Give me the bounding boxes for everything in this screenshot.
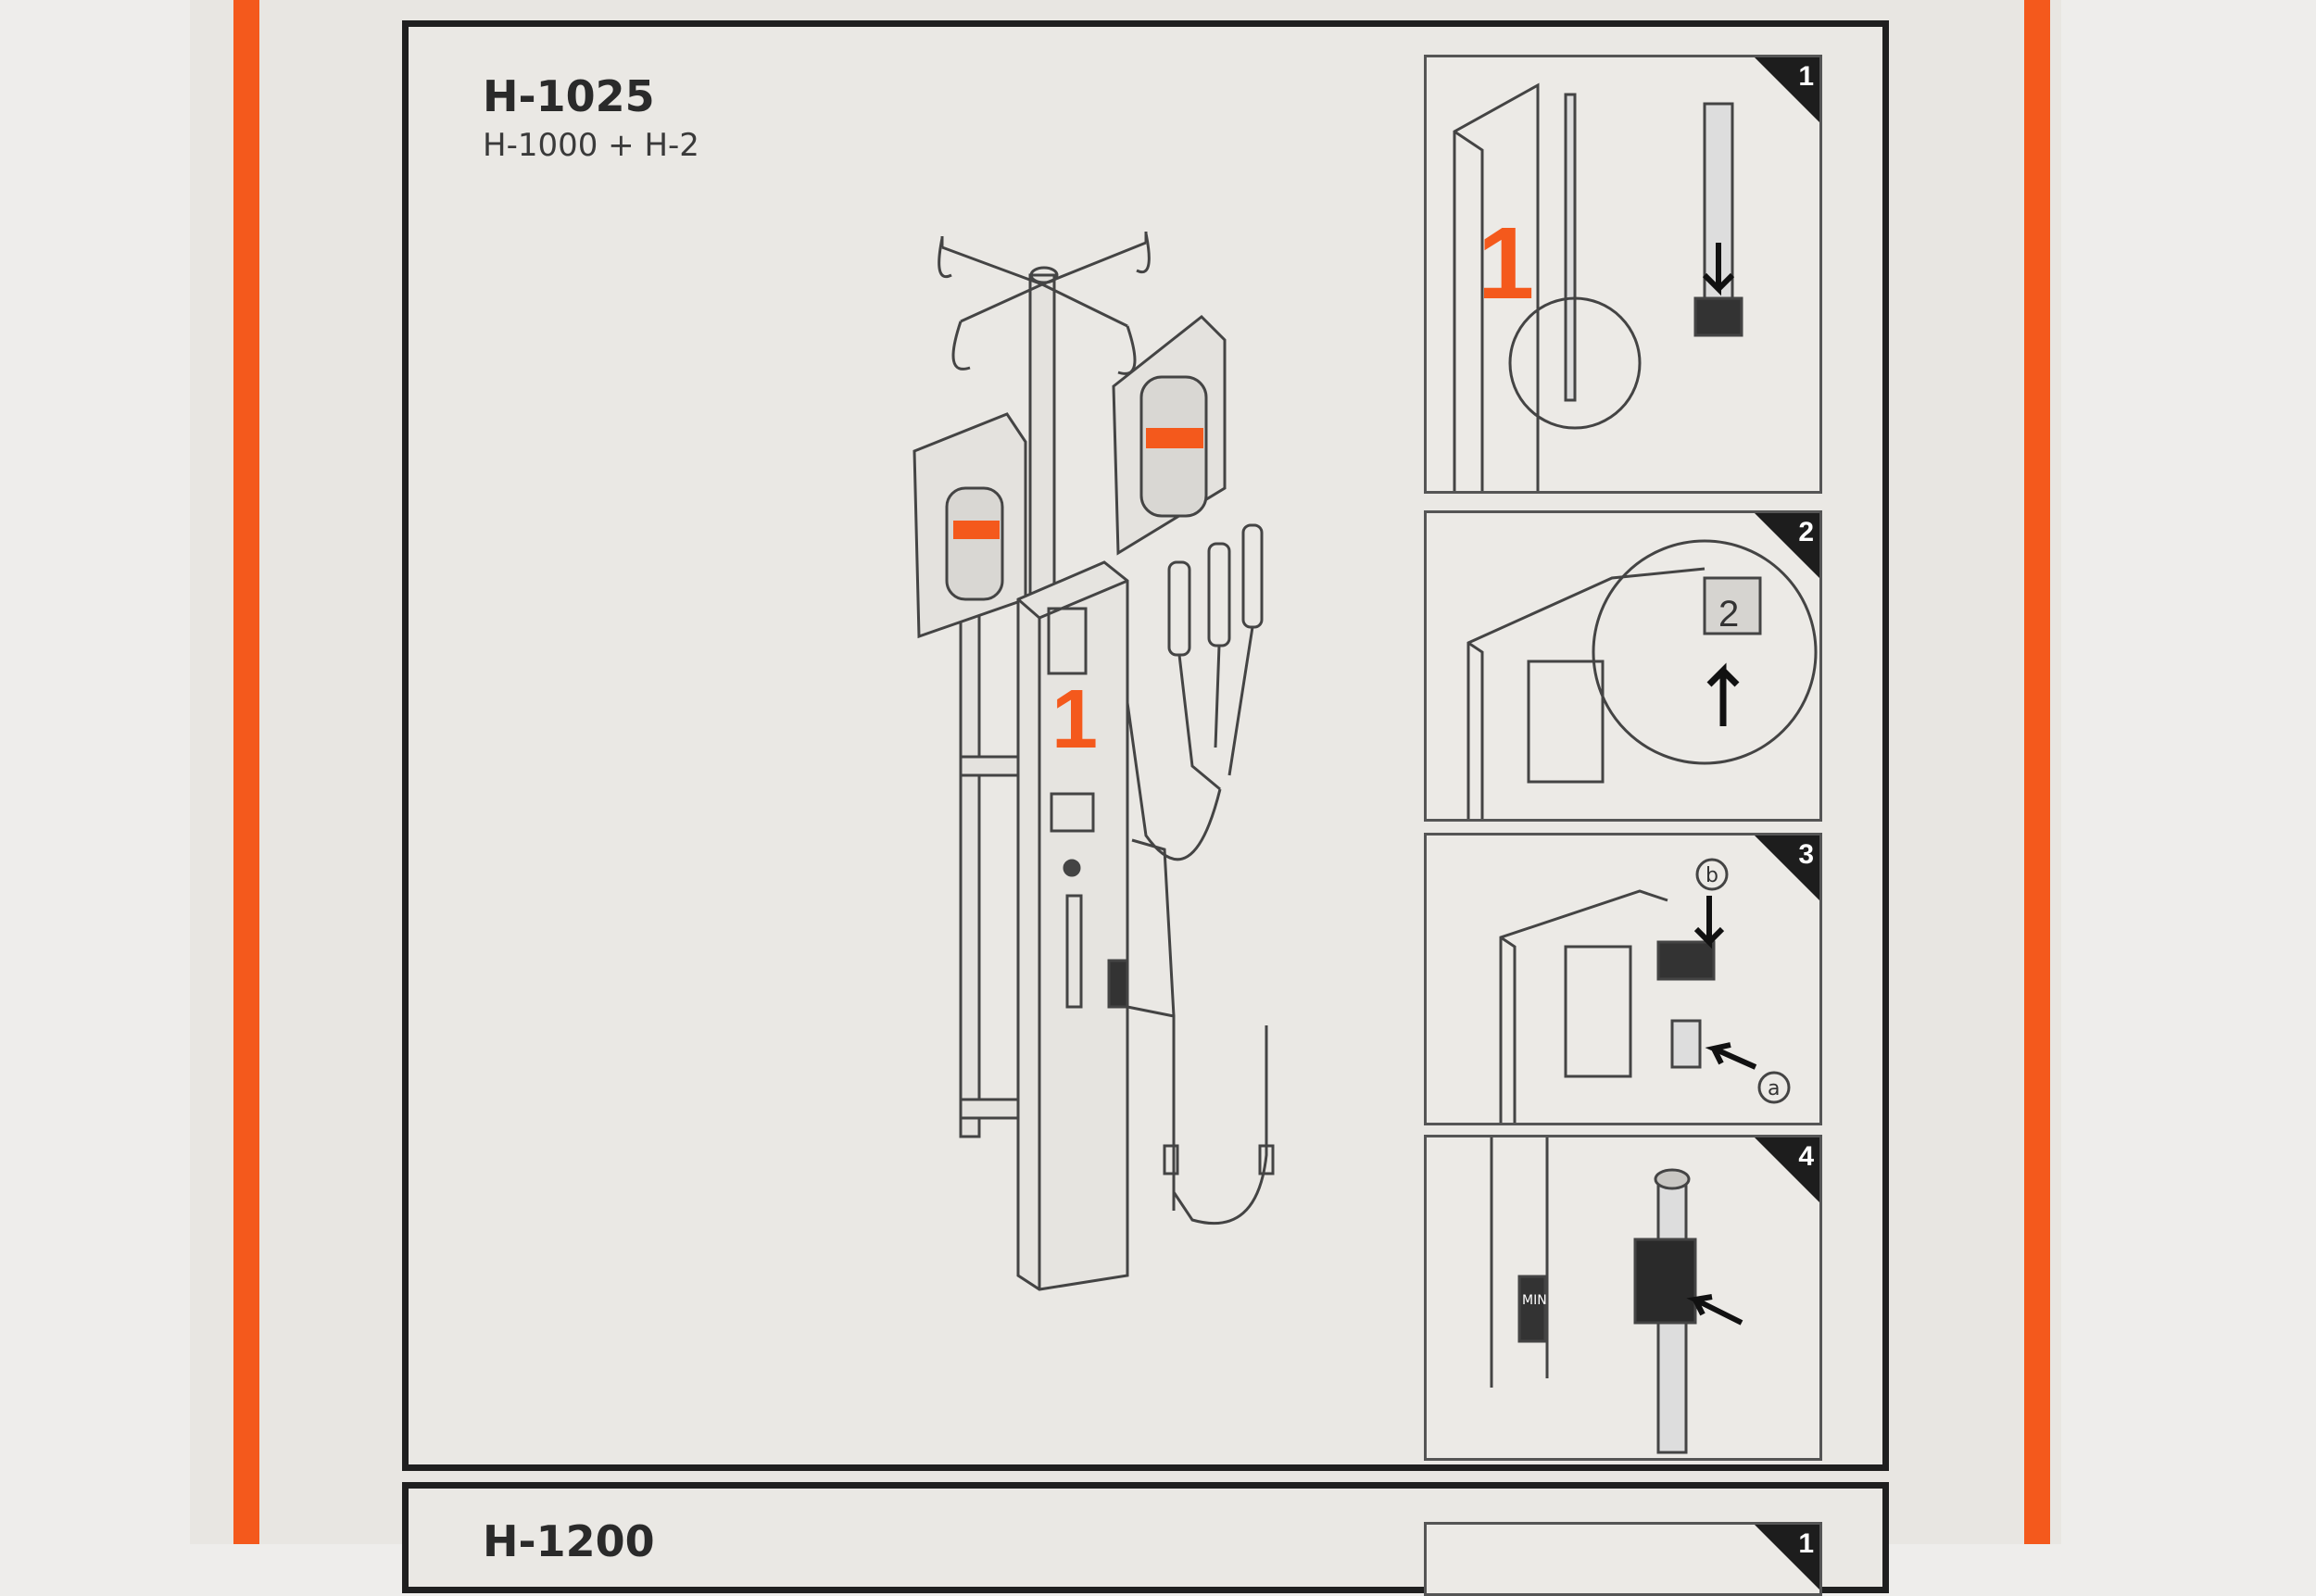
step-corner-marker	[1755, 1137, 1819, 1202]
svg-text:2: 2	[1718, 594, 1739, 635]
main-illustration: 1	[913, 232, 1275, 1291]
step-number: 1	[1798, 1528, 1814, 1559]
step-number: 3	[1798, 839, 1814, 870]
device-number: 1	[1051, 673, 1098, 766]
step-corner-marker	[1755, 57, 1819, 122]
product-subtitle: H-1000 + H-2	[483, 127, 699, 164]
product-section-h1200: H-1200 1	[402, 1482, 1889, 1596]
svg-text:b: b	[1706, 864, 1718, 887]
step-corner-marker	[1755, 836, 1819, 900]
product-title: H-1200	[483, 1516, 655, 1566]
svg-text:a: a	[1768, 1077, 1780, 1100]
iv-bag-right	[1112, 314, 1227, 556]
step-3-illustration: b a	[1499, 858, 1791, 1123]
iv-bag-left	[913, 412, 1027, 639]
step-panel-2: 2 2	[1424, 510, 1822, 822]
step-2-illustration: 2	[1466, 539, 1818, 819]
step-panel-4: MIN 4	[1424, 1135, 1822, 1461]
step-panel-1: 1 1	[1424, 55, 1822, 494]
step-1-illustration: 1	[1453, 82, 1743, 491]
orange-border-right	[2024, 0, 2050, 1544]
product-title: H-1025	[483, 71, 655, 121]
product-section-h1025: H-1025 H-1000 + H-2	[402, 20, 1889, 1471]
svg-text:1: 1	[1478, 207, 1534, 320]
orange-border-left	[233, 0, 259, 1544]
step-4-illustration: MIN	[1490, 1137, 1743, 1454]
drip-chambers	[1116, 523, 1264, 861]
step-panel-3: b a 3	[1424, 833, 1822, 1125]
step-panel-1: 1	[1424, 1522, 1822, 1596]
step-number: 4	[1798, 1141, 1814, 1172]
step-number: 2	[1798, 517, 1814, 547]
svg-text:MIN: MIN	[1522, 1293, 1547, 1308]
step-corner-marker	[1755, 513, 1819, 578]
step-number: 1	[1798, 61, 1814, 92]
infusion-device: 1	[1016, 560, 1275, 1291]
